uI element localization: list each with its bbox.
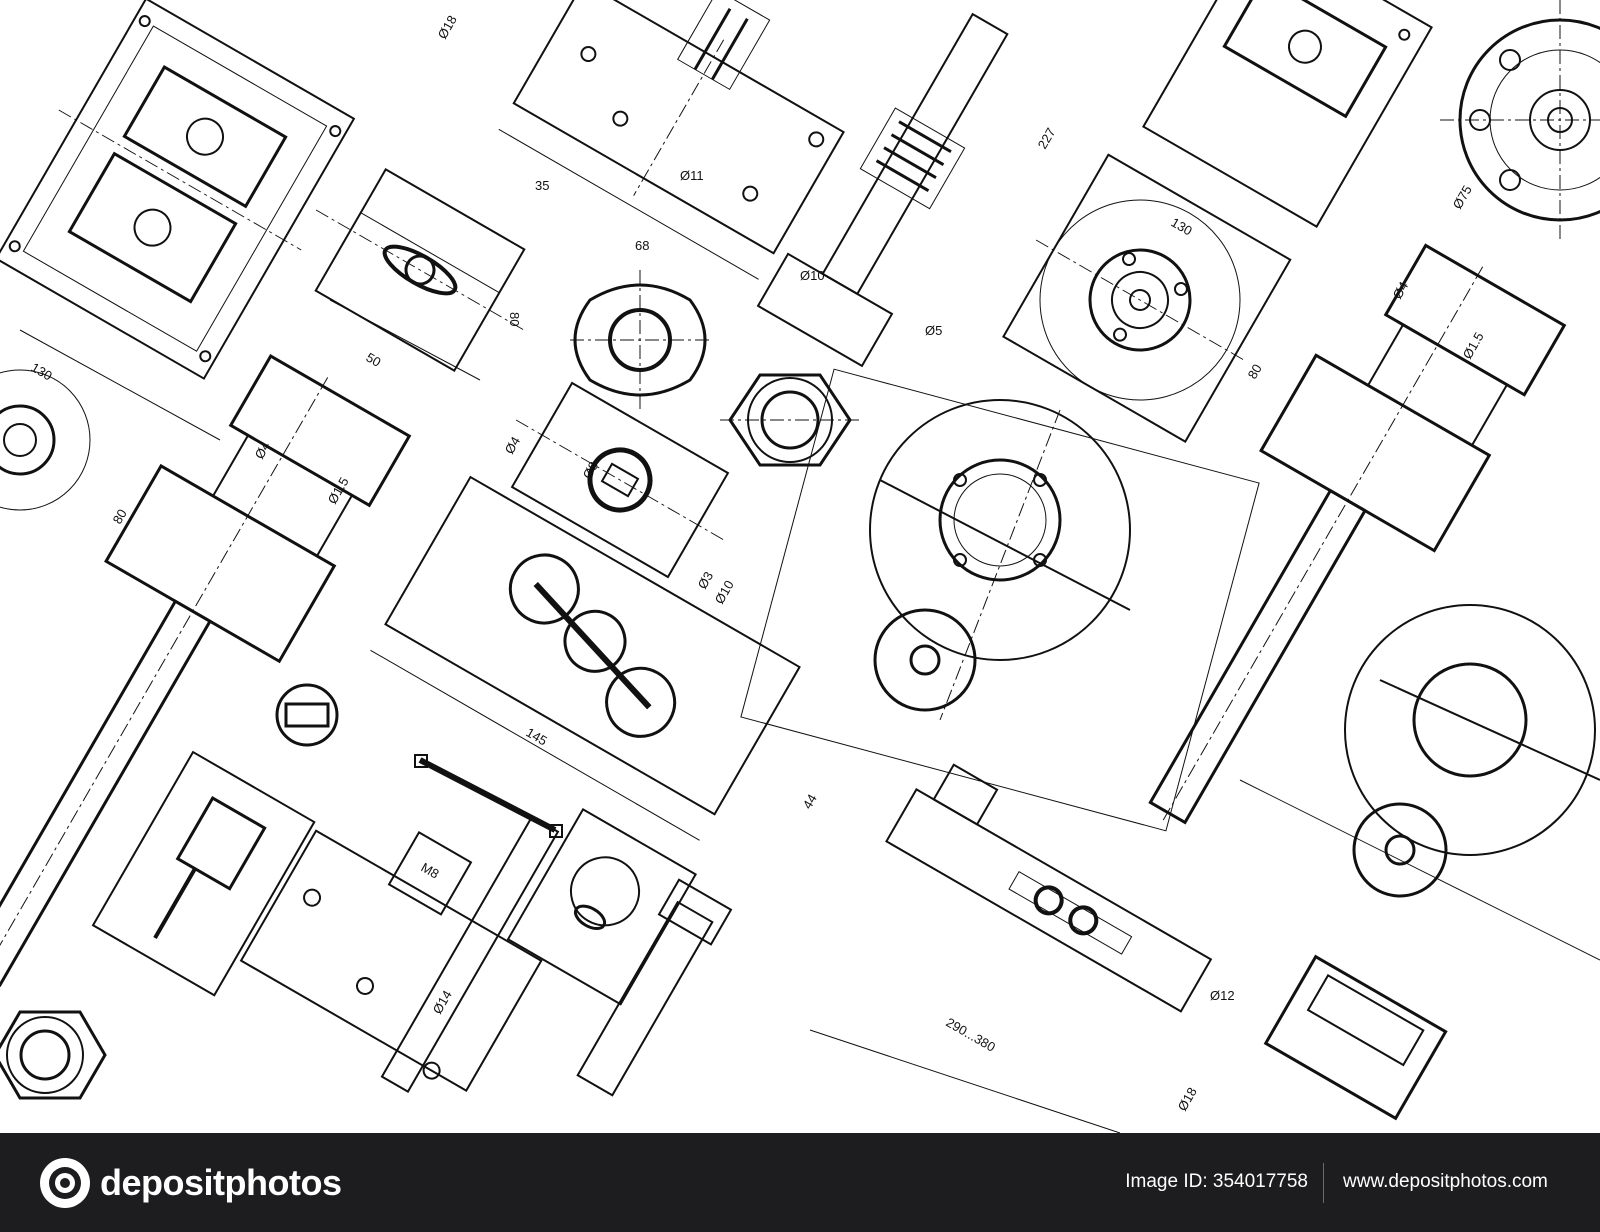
linkage-assembly (370, 475, 801, 841)
gear-reducer-right (1344, 604, 1600, 898)
gear-reducer-center (740, 368, 1260, 832)
dim-label: Ø14 (430, 988, 455, 1017)
dim-label: 35 (535, 178, 549, 193)
watermark-footer: depositphotos Image ID: 354017758 www.de… (0, 1133, 1600, 1232)
technical-drawing-area: Ø18 35 Ø11 68 227 Ø10 Ø5 130 80 Ø4 Ø1.5 … (0, 0, 1600, 1133)
brand-name: depositphotos (100, 1162, 342, 1203)
dim-label: 80 (1245, 361, 1265, 381)
footer-divider (1323, 1163, 1324, 1203)
dim-label: 44 (800, 791, 820, 811)
brand-logo[interactable]: depositphotos (38, 1155, 342, 1211)
shaft-top (756, 12, 1009, 368)
gearbox-assembly-top-left (0, 0, 356, 380)
frame-lines (19, 299, 1600, 1133)
site-url-link[interactable]: www.depositphotos.com (1343, 1171, 1548, 1192)
dim-label: Ø1.5 (1460, 330, 1487, 362)
small-clamp (510, 381, 730, 579)
dim-label: Ø4 (502, 434, 524, 457)
dim-label: Ø4 (252, 439, 274, 462)
image-id-label: Image ID: 354017758 (1125, 1171, 1308, 1192)
dim-label: Ø5 (925, 323, 942, 338)
dim-label: Ø3 (695, 569, 717, 592)
hex-nut-center (720, 373, 860, 467)
washer (570, 270, 710, 410)
dim-label: Ø75 (1450, 183, 1475, 212)
dim-label: Ø18 (435, 13, 460, 42)
lever-arm (885, 763, 1213, 1013)
camera-icon (40, 1158, 90, 1208)
hex-nut-bottom-left (0, 1010, 107, 1100)
clamp-knob (314, 168, 526, 372)
bolt-bar (414, 754, 563, 838)
knob-block (506, 808, 697, 1006)
cover-plate-left (0, 369, 91, 511)
dim-label: Ø10 (712, 578, 737, 607)
dim-label: Ø11 (680, 168, 704, 183)
fixture-bottom-right (1263, 954, 1448, 1121)
flange-top-right (1440, 0, 1600, 240)
vise-bottom (239, 815, 560, 1093)
dim-label: 290...380 (944, 1015, 998, 1055)
dim-label: 227 (1035, 125, 1059, 151)
dim-label: 130 (29, 360, 55, 384)
vise-top-center (498, 0, 845, 280)
blueprint-svg: Ø18 35 Ø11 68 227 Ø10 Ø5 130 80 Ø4 Ø1.5 … (0, 0, 1600, 1133)
dim-label: 50 (364, 350, 384, 370)
gearbox-assembly-top-right (1142, 0, 1433, 228)
dim-label: Ø4 (1390, 279, 1412, 302)
cylinder-fixture-left (0, 354, 412, 988)
spring-block (91, 750, 316, 997)
dim-label: M8 (419, 860, 442, 882)
dim-label: 68 (635, 238, 649, 253)
dim-label: Ø12 (1210, 988, 1235, 1003)
dim-label: 80 (507, 312, 522, 326)
dim-label: 130 (1169, 215, 1195, 239)
dim-label: Ø18 (1175, 1085, 1200, 1114)
piston-rod (576, 878, 733, 1097)
dim-label: Ø10 (800, 268, 825, 283)
cylinder-fixture-right (1148, 243, 1567, 825)
dim-label: 145 (524, 725, 550, 749)
cover-plate-right (1002, 153, 1292, 443)
dim-label: 80 (110, 506, 130, 526)
bushing-left (275, 683, 339, 747)
